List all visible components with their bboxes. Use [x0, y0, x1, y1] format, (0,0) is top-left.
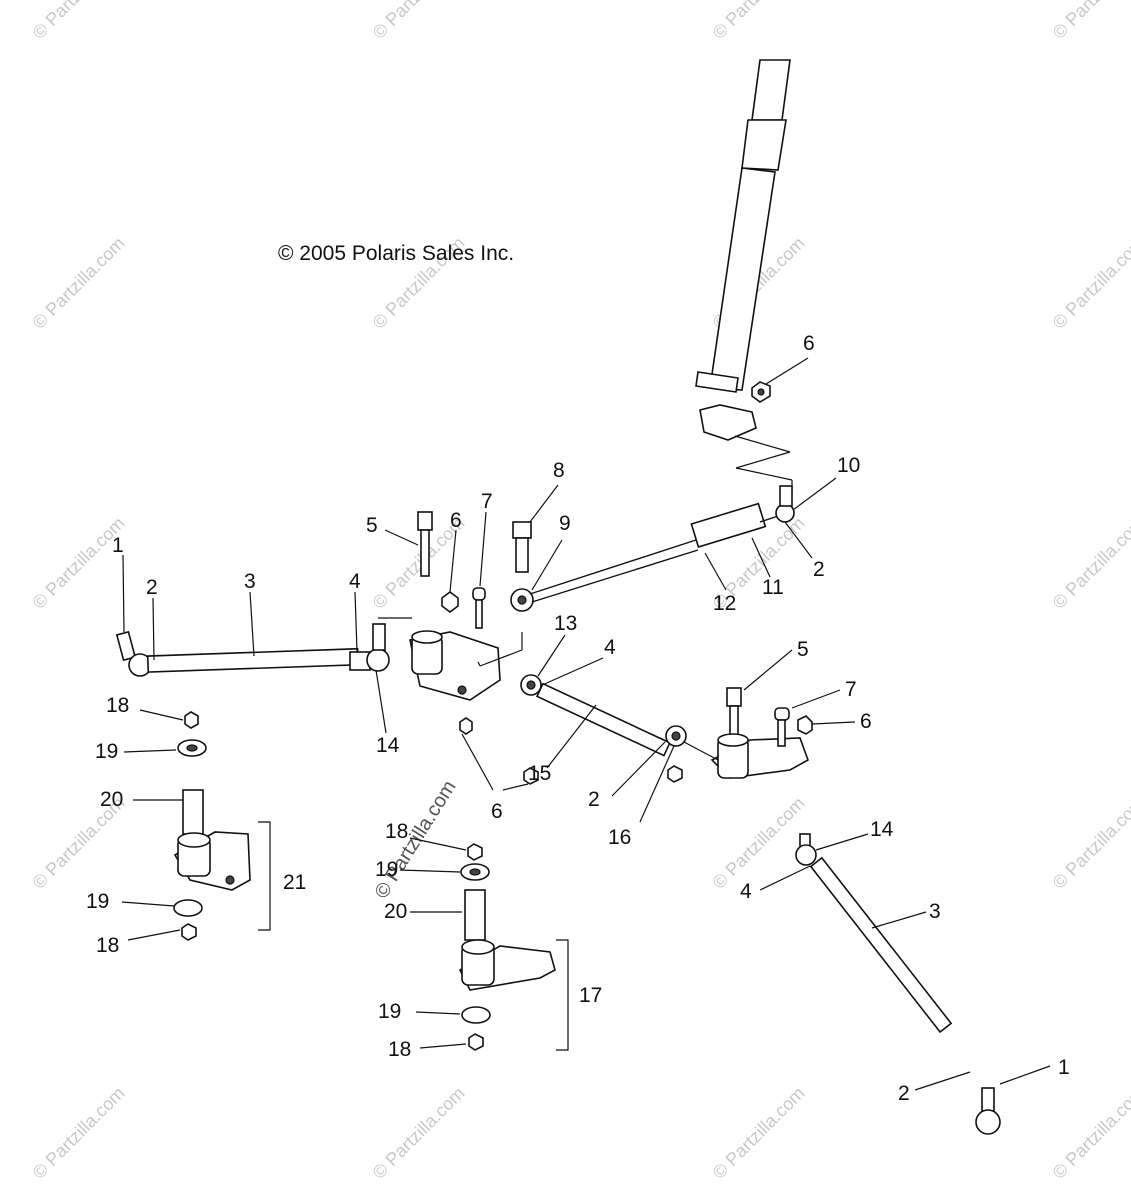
left-tie-rod: [115, 623, 390, 677]
right-tie-rod: [795, 833, 1001, 1135]
right-pitman-arm: [683, 687, 813, 779]
callout-7-right: 7: [845, 678, 857, 701]
idler-arm-left: [173, 711, 251, 941]
leader-lines: [121, 357, 1051, 1091]
callout-14-right: 14: [870, 818, 894, 841]
callout-2-upper: 2: [813, 558, 825, 581]
watermark: © Partzilla.com: [709, 0, 809, 43]
callout-6-middle: 6: [491, 800, 503, 823]
callout-20-left: 20: [100, 788, 123, 811]
callout-5-right: 5: [797, 638, 809, 661]
callout-17: 17: [579, 984, 602, 1007]
steering-column: [695, 59, 793, 492]
callouts: 1 2 3 4 5 6 7 8 9 10 6 2 11 12 13 4 14 5…: [86, 332, 1070, 1105]
nut-6-top: [751, 381, 771, 403]
watermark: © Partzilla.com: [369, 0, 469, 43]
callout-4-middle: 4: [604, 636, 616, 659]
callout-7-center: 7: [481, 490, 493, 513]
callout-4-right: 4: [740, 880, 752, 903]
callout-2-right: 2: [898, 1082, 910, 1105]
callout-6-top: 6: [803, 332, 815, 355]
bolt-8: [512, 521, 532, 573]
callout-19-center-top: 19: [375, 858, 398, 881]
callout-21: 21: [283, 871, 306, 894]
callout-5-center: 5: [366, 514, 378, 537]
watermark: © Partzilla.com: [1049, 793, 1131, 893]
callout-6-center: 6: [450, 509, 462, 532]
watermark: © Partzilla.com: [29, 0, 129, 43]
callout-10: 10: [837, 454, 860, 477]
watermark: © Partzilla.com: [1049, 0, 1131, 43]
callout-18-left-bottom: 18: [96, 934, 119, 957]
watermark: © Partzilla.com: [1049, 233, 1131, 333]
callout-8: 8: [553, 459, 565, 482]
callout-14-left: 14: [376, 734, 400, 757]
callout-6-right: 6: [860, 710, 872, 733]
callout-15: 15: [528, 762, 551, 785]
callout-16: 16: [608, 826, 631, 849]
callout-12: 12: [713, 592, 736, 615]
watermark: © Partzilla.com: [29, 233, 129, 333]
copyright-text: © 2005 Polaris Sales Inc.: [278, 242, 514, 265]
watermark: © Partzilla.com: [1049, 1083, 1131, 1183]
upper-tie-rod: [510, 485, 795, 612]
callout-1-right: 1: [1058, 1056, 1070, 1079]
drag-link: [520, 674, 687, 785]
callout-9: 9: [559, 512, 571, 535]
callout-1-left: 1: [112, 534, 124, 557]
callout-20-center: 20: [384, 900, 407, 923]
callout-2-middle: 2: [588, 788, 600, 811]
callout-18-center-top: 18: [385, 820, 408, 843]
callout-13: 13: [554, 612, 577, 635]
watermark: © Partzilla.com: [369, 1083, 469, 1183]
idler-arm-center: [458, 843, 556, 1051]
watermark: © Partzilla.com: [1049, 513, 1131, 613]
callout-3-right: 3: [929, 900, 941, 923]
callout-2-left: 2: [146, 576, 158, 599]
callout-11: 11: [762, 576, 784, 599]
callout-3-left: 3: [244, 570, 256, 593]
callout-19-left-top: 19: [95, 740, 118, 763]
watermark: © Partzilla.com: [709, 1083, 809, 1183]
callout-4-left: 4: [349, 570, 361, 593]
callout-18-left-top: 18: [106, 694, 129, 717]
callout-19-center-bottom: 19: [378, 1000, 401, 1023]
callout-19-left-bottom: 19: [86, 890, 109, 913]
watermark: © Partzilla.com: [709, 793, 809, 893]
watermark: © Partzilla.com: [29, 1083, 129, 1183]
watermark: © Partzilla.com: [29, 513, 129, 613]
callout-18-center-bottom: 18: [388, 1038, 411, 1061]
center-pitman-arm: [378, 511, 523, 735]
